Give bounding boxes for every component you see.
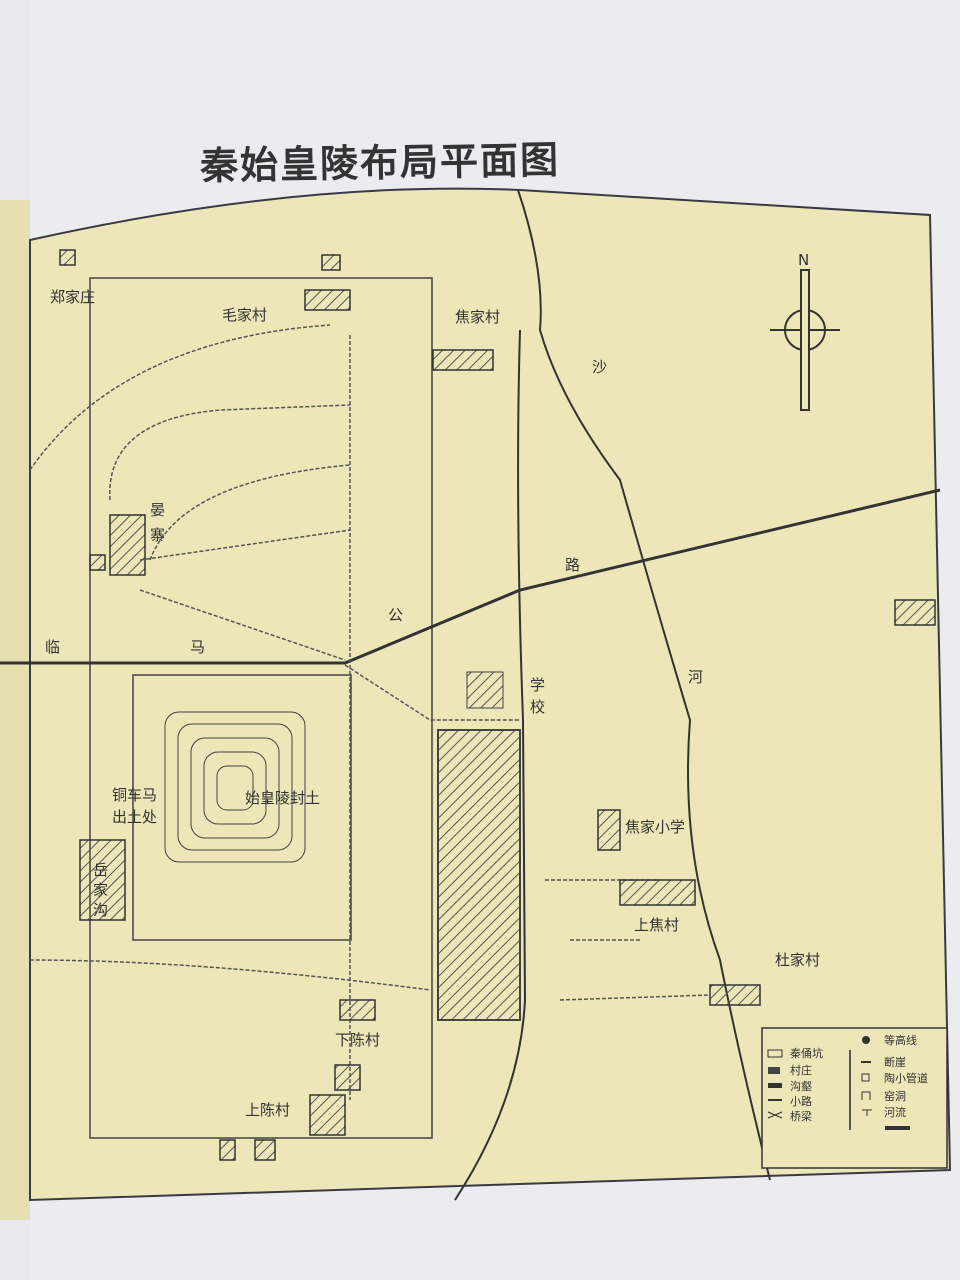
legend-left-0: 秦俑坑: [790, 1046, 823, 1060]
village-blocks: [59, 249, 936, 1161]
legend: [767, 1036, 910, 1130]
label-tongchema-2: 出土处: [112, 808, 157, 826]
legend-box: [761, 1027, 948, 1169]
label-xuexiao-2: 校: [530, 698, 545, 716]
label-tongchema-1: 铜车马: [112, 786, 157, 804]
label-shangchencun: 上陈村: [245, 1101, 290, 1119]
inner-wall: [132, 674, 352, 941]
label-lu: 路: [565, 556, 580, 574]
label-he: 河: [688, 668, 703, 686]
label-yanzhai-2: 寨: [150, 526, 165, 544]
legend-left-1: 村庄: [790, 1063, 812, 1077]
label-shangjiaocun: 上焦村: [634, 916, 679, 934]
label-gong: 公: [388, 606, 403, 624]
tumulus-contours: [164, 711, 306, 863]
label-fengtu: 始皇陵封土: [245, 789, 320, 807]
label-zhengjiazhuang: 郑家庄: [50, 288, 95, 306]
lin-ma-road: [0, 488, 941, 665]
label-dujiacun: 杜家村: [775, 951, 820, 969]
legend-left-3: 小路: [790, 1095, 812, 1108]
label-yuejiagou-1: 岳: [93, 861, 108, 879]
terracotta-pit: [437, 729, 521, 1021]
label-yuejiagou-2: 家: [93, 881, 108, 899]
school-block: [466, 671, 504, 709]
legend-left-4: 桥梁: [790, 1109, 812, 1123]
legend-left-2: 沟壑: [790, 1079, 812, 1093]
north-label: N: [798, 251, 809, 269]
label-yuejiagou-3: 沟: [93, 901, 108, 919]
legend-right-3: 窑洞: [884, 1089, 906, 1103]
label-ma: 马: [190, 638, 205, 656]
label-xiachencun: 下陈村: [335, 1031, 380, 1049]
legend-right-2: 陶小管道: [884, 1071, 928, 1085]
legend-right-1: 断崖: [884, 1055, 906, 1069]
road-north-south: [454, 329, 527, 1201]
paths: [29, 324, 711, 1100]
label-sha: 沙: [592, 358, 607, 376]
label-maojiacun: 毛家村: [222, 306, 267, 324]
legend-right-0: 等高线: [884, 1033, 917, 1047]
label-jiaojia-xiaoxue: 焦家小学: [625, 818, 685, 836]
label-yanzhai-1: 晏: [150, 501, 165, 519]
label-jiaojiacun: 焦家村: [455, 308, 500, 326]
outer-wall: [89, 277, 433, 1139]
legend-right-4: 河流: [884, 1105, 906, 1119]
north-arrow-icon: [770, 269, 840, 411]
label-xuexiao-1: 学: [530, 676, 545, 694]
label-lin: 临: [45, 638, 60, 656]
